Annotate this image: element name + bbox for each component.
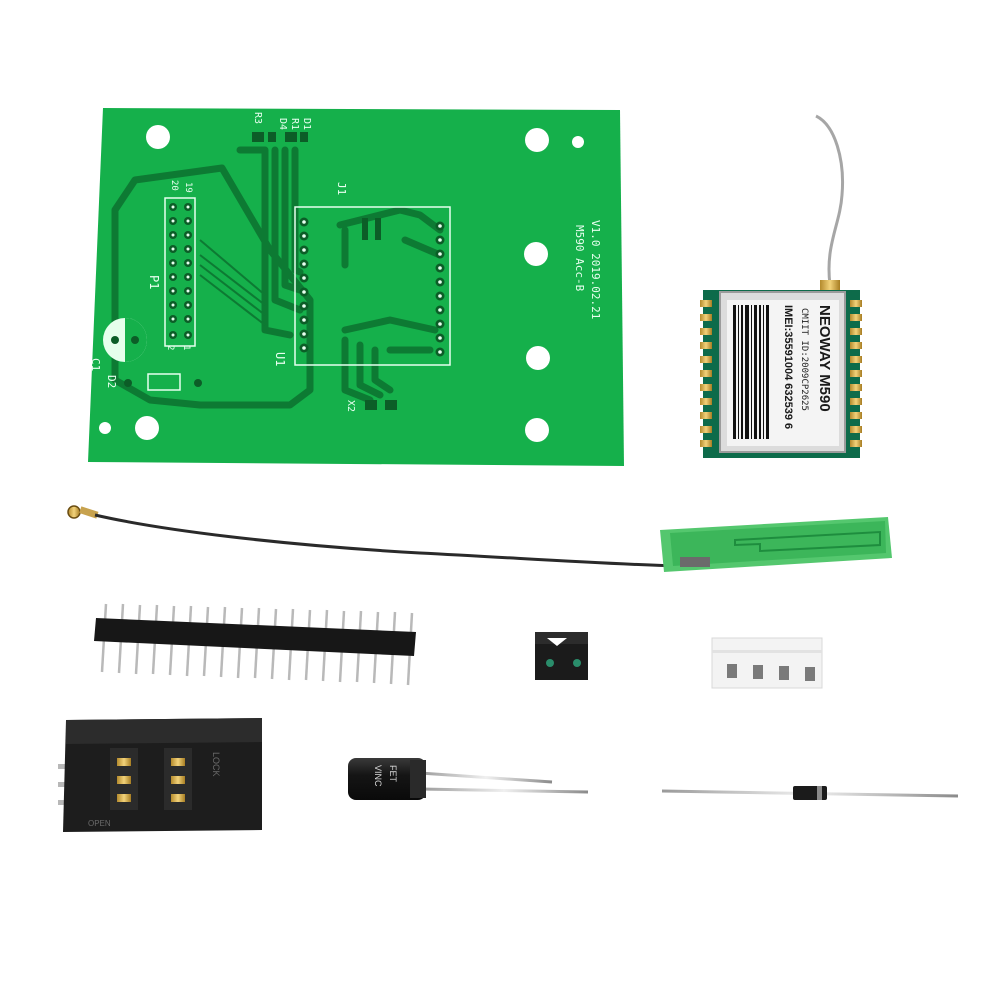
silk-d1: D1	[301, 118, 312, 130]
diode	[661, 786, 959, 800]
mount-hole	[525, 418, 549, 442]
mount-hole	[135, 416, 159, 440]
module-cmiit-text: CMIIT ID:2009CP2625	[799, 308, 809, 411]
mount-hole	[146, 125, 170, 149]
smd-chip	[535, 632, 588, 680]
capacitor-body	[348, 758, 426, 800]
module-imei-text: IMEI:35591004 632539 6	[782, 305, 794, 429]
silk-p1: P1	[147, 275, 161, 289]
silk-r3: R3	[252, 112, 263, 124]
mount-hole	[99, 422, 111, 434]
u1-module-outline	[294, 206, 451, 366]
capacitor-series: FET	[388, 765, 398, 783]
silk-pin1: 1	[181, 345, 191, 350]
pin-header	[94, 603, 416, 686]
smd-pads	[252, 132, 397, 410]
electrolytic-capacitor: VINC FET	[348, 758, 589, 800]
silk-pin20: 20	[169, 180, 179, 191]
module-model-text: NEOWAY M590	[816, 305, 833, 412]
pcb-board	[88, 108, 624, 466]
silk-revision: V1.0 2019.02.21	[589, 220, 602, 319]
mount-hole	[525, 128, 549, 152]
antenna-cable	[94, 513, 681, 568]
header-plastic	[94, 618, 416, 656]
p1-header-outline	[164, 197, 196, 347]
capacitor-brand: VINC	[373, 765, 383, 787]
mount-hole	[572, 136, 584, 148]
gsm-module: NEOWAY M590 CMIIT ID:2009CP2625 IMEI:355…	[700, 114, 862, 458]
silk-u1: U1	[273, 352, 287, 366]
silk-pin19: 19	[183, 182, 193, 193]
silk-c1: C1	[89, 358, 102, 371]
ufl-plug	[67, 505, 81, 519]
silk-j1: J1	[335, 182, 348, 195]
silk-d2: D2	[105, 375, 118, 388]
module-pads	[700, 300, 862, 447]
mount-hole	[526, 346, 550, 370]
silk-x2: X2	[345, 400, 356, 412]
d2-footprint	[147, 373, 181, 391]
sim-open-label: OPEN	[88, 819, 111, 828]
silk-model: M590 Acc-B	[573, 225, 586, 292]
silk-pin2: 2	[165, 345, 175, 350]
main-pcb: D1 R1 D4 R3 20 19 P1 2 1 U1 J1 C1 D2 X2 …	[88, 108, 624, 466]
module-antenna-wire	[815, 114, 845, 286]
sim-lock-label: LOCK	[211, 752, 221, 777]
module-barcode	[733, 305, 769, 439]
pcb-antenna-assembly	[67, 505, 892, 572]
smd-resistor-strip	[711, 637, 823, 689]
sim-card-holder: LOCK OPEN	[58, 718, 262, 832]
silk-r1: R1	[289, 118, 300, 130]
mount-hole	[524, 242, 548, 266]
silk-d4: D4	[277, 118, 288, 130]
